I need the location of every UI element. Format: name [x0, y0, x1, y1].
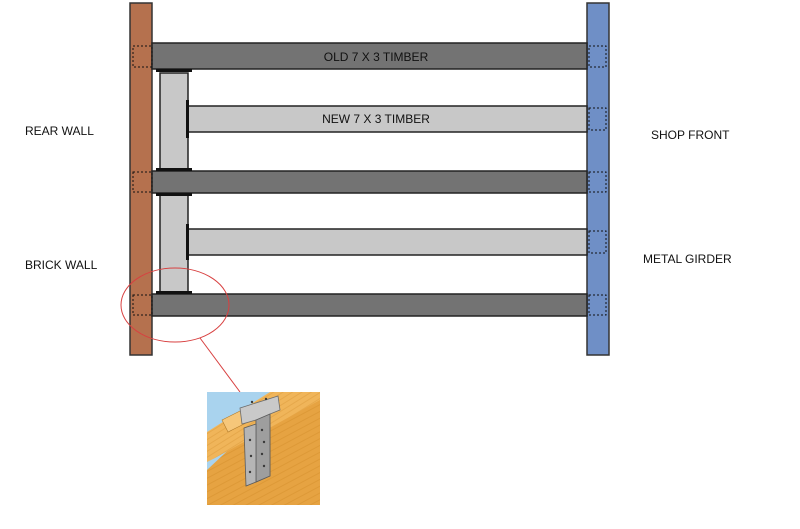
trimmer-upper — [159, 72, 189, 171]
bearing-boxes-rear — [132, 45, 153, 316]
callout-leader — [199, 337, 241, 393]
trimmer-lower — [159, 194, 189, 294]
old-timber-middle — [151, 170, 588, 194]
joist-hanger-photo-icon — [207, 392, 320, 505]
new-timber-label: NEW 7 X 3 TIMBER — [322, 112, 430, 126]
old-timber-bottom — [151, 293, 588, 317]
old-timber-label: OLD 7 X 3 TIMBER — [324, 50, 429, 64]
rear-wall-label: REAR WALL — [25, 124, 94, 138]
new-timber-lower — [187, 228, 588, 256]
bearing-boxes-girder — [588, 45, 607, 316]
metal-girder-label: METAL GIRDER — [643, 252, 732, 266]
callout-circle — [120, 267, 230, 343]
brick-wall — [129, 2, 153, 356]
shop-front-label: SHOP FRONT — [651, 128, 730, 142]
brick-wall-label: BRICK WALL — [25, 258, 98, 272]
new-timber-upper — [187, 105, 588, 133]
hanger-brackets — [156, 69, 192, 294]
old-timber-top — [151, 42, 588, 70]
